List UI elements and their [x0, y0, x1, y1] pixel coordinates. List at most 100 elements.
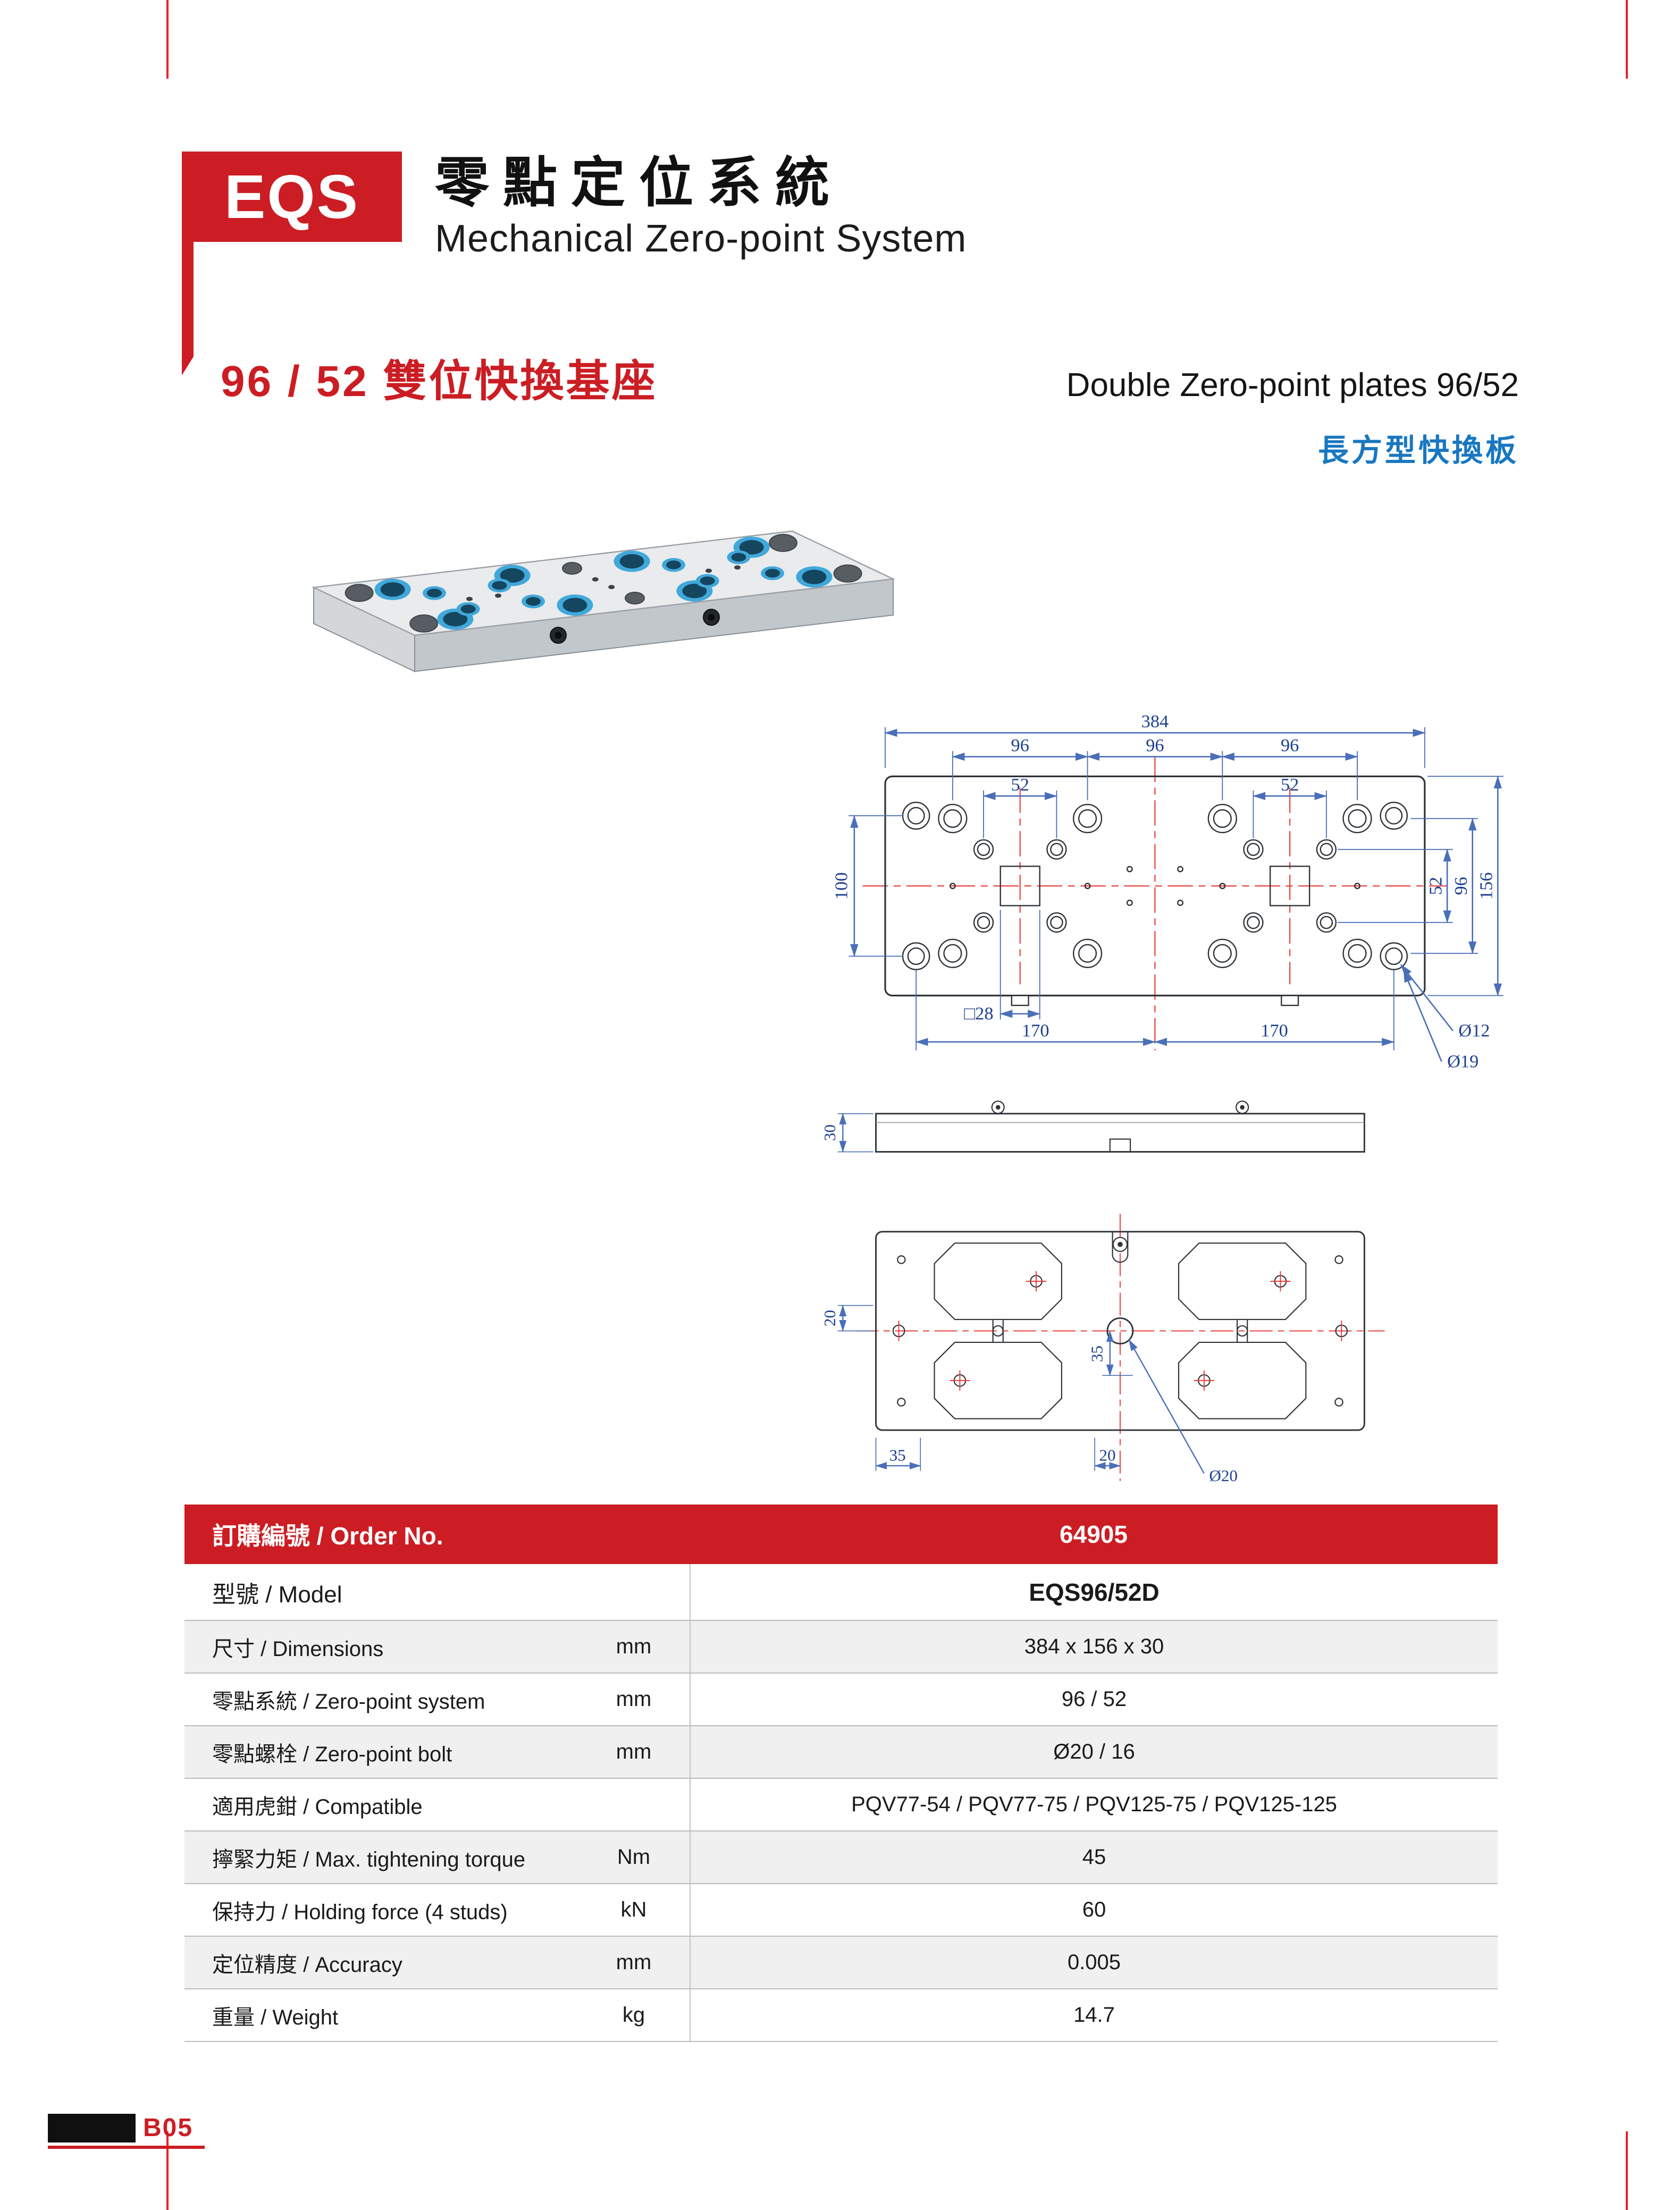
spec-unit: kg — [622, 2003, 645, 2027]
plate-outline — [875, 1231, 1365, 1431]
plate-outline — [884, 775, 1426, 1006]
brand-logo-badge: EQS — [182, 152, 402, 242]
dim-label-dia19: Ø19 — [1447, 1051, 1479, 1071]
table-row-zero-point-system: 零點系統 / Zero-point system mm 96 / 52 — [184, 1674, 1498, 1726]
table-row-weight: 重量 / Weight kg 14.7 — [184, 1989, 1498, 2042]
dim-label-square28: □28 — [964, 1004, 993, 1024]
dim-label-384: 384 — [1141, 711, 1169, 732]
dim-label-170b: 170 — [1261, 1020, 1288, 1040]
dim-label-20v: 20 — [820, 1310, 839, 1326]
dim-label-96c: 96 — [1281, 735, 1299, 755]
position-markers — [892, 1255, 1348, 1407]
spec-value: 96 / 52 — [690, 1674, 1498, 1725]
spec-value: 60 — [690, 1884, 1498, 1936]
page-label: B05 — [48, 2113, 205, 2149]
crop-mark-bottom-left — [166, 2131, 169, 2210]
dim-label-52r: 52 — [1426, 877, 1446, 895]
dim-label-35h: 35 — [889, 1446, 906, 1464]
section-heading-row: 96 / 52 雙位快換基座 Double Zero-point plates … — [221, 346, 1519, 409]
plate-body — [311, 530, 896, 673]
dimensions: 384 96 96 96 52 52 100 52 96 156 170 170… — [831, 711, 1503, 1071]
corner-plugs — [345, 534, 862, 633]
spec-unit — [578, 1564, 690, 1620]
spec-unit — [578, 1779, 690, 1830]
spec-value: 384 x 156 x 30 — [690, 1621, 1498, 1673]
dim-label-30: 30 — [820, 1124, 839, 1141]
order-no-value: 64905 — [1060, 1520, 1128, 1548]
table-header-row: 訂購編號 / Order No. 64905 — [184, 1505, 1498, 1564]
dim-label-dia20: Ø20 — [1209, 1466, 1238, 1485]
zero-point-ports-52 — [973, 839, 1337, 933]
bottom-view-drawing: 20 35 35 20 Ø20 — [820, 1214, 1385, 1485]
dim-label-100: 100 — [831, 872, 852, 900]
page-label-text: B05 — [143, 2114, 194, 2142]
plate-profile — [875, 1100, 1365, 1153]
dim-label-96a: 96 — [1011, 735, 1029, 755]
spec-unit: Nm — [617, 1845, 651, 1869]
page-label-bar — [48, 2113, 136, 2142]
dimensions: 30 — [820, 1113, 873, 1153]
spec-value: EQS96/52D — [690, 1564, 1498, 1620]
dim-label-170a: 170 — [1022, 1020, 1049, 1040]
spec-value: PQV77-54 / PQV77-75 / PQV125-75 / PQV125… — [690, 1779, 1498, 1830]
square-pockets — [999, 865, 1311, 906]
table-row-dimensions: 尺寸 / Dimensions mm 384 x 156 x 30 — [184, 1621, 1498, 1674]
isometric-product-image — [311, 530, 896, 673]
spec-value: 14.7 — [690, 1989, 1498, 2041]
table-row-accuracy: 定位精度 / Accuracy mm 0.005 — [184, 1937, 1498, 1989]
top-view-drawing: 384 96 96 96 52 52 100 52 96 156 170 170… — [831, 711, 1503, 1071]
spec-label: 尺寸 / Dimensions — [212, 1637, 384, 1661]
small-holes — [466, 565, 741, 601]
zero-point-ports-52 — [423, 550, 784, 616]
brand-title-cn: 零點定位系統 — [435, 153, 843, 213]
spec-label: 擰緊力矩 / Max. tightening torque — [212, 1847, 526, 1871]
table-row-zero-point-bolt: 零點螺栓 / Zero-point bolt mm Ø20 / 16 — [184, 1726, 1498, 1779]
section-subtitle-cn: 長方型快換板 — [1317, 433, 1519, 468]
brand-title-en: Mechanical Zero-point System — [435, 217, 967, 261]
dim-label-96r: 96 — [1451, 877, 1471, 895]
spec-label: 適用虎鉗 / Compatible — [212, 1795, 423, 1819]
dim-label-35v: 35 — [1087, 1346, 1106, 1362]
spec-label: 零點系統 / Zero-point system — [212, 1690, 485, 1713]
small-holes — [949, 865, 1360, 906]
table-row-tightening-torque: 擰緊力矩 / Max. tightening torque Nm 45 — [184, 1831, 1498, 1884]
dim-label-dia12: Ø12 — [1458, 1020, 1490, 1040]
spec-unit: mm — [616, 1687, 652, 1711]
spec-unit: kN — [620, 1898, 647, 1921]
clamp-pockets — [934, 1242, 1307, 1419]
crop-mark-bottom-right — [1626, 2131, 1628, 2210]
dim-label-20h: 20 — [1099, 1446, 1115, 1464]
side-view-drawing: 30 — [820, 1100, 1365, 1153]
spec-value: 0.005 — [690, 1937, 1498, 1988]
centerlines — [862, 757, 1448, 1051]
dim-label-52a: 52 — [1011, 775, 1029, 795]
crop-mark-top-left — [166, 0, 169, 79]
spec-value: 45 — [690, 1831, 1498, 1883]
spec-table: 訂購編號 / Order No. 64905 型號 / Model EQS96/… — [184, 1505, 1498, 2042]
brand-logo-text: EQS — [224, 162, 359, 231]
centerlines — [855, 1214, 1385, 1481]
zero-point-ports-96 — [938, 804, 1372, 968]
section-heading-cn: 96 / 52 雙位快換基座 — [221, 357, 658, 406]
spec-label: 零點螺栓 / Zero-point bolt — [212, 1742, 452, 1766]
spec-label: 型號 / Model — [212, 1581, 342, 1608]
table-row-model: 型號 / Model EQS96/52D — [184, 1564, 1498, 1621]
spec-unit: mm — [616, 1951, 652, 1974]
order-no-label: 訂購編號 / Order No. — [212, 1522, 443, 1550]
brand-titles: 零點定位系統 Mechanical Zero-point System — [435, 153, 967, 261]
table-row-holding-force: 保持力 / Holding force (4 studs) kN 60 — [184, 1884, 1498, 1937]
dim-label-96b: 96 — [1146, 735, 1164, 755]
spec-label: 重量 / Weight — [212, 2005, 339, 2029]
section-heading-en: Double Zero-point plates 96/52 — [1066, 367, 1519, 404]
center-features — [1106, 1231, 1134, 1345]
brand-ribbon-tail — [182, 241, 194, 375]
dim-label-52b: 52 — [1281, 775, 1299, 795]
spec-label: 保持力 / Holding force (4 studs) — [212, 1900, 508, 1924]
side-lock-screws — [550, 609, 720, 644]
crop-mark-top-right — [1626, 0, 1628, 79]
dimensions: 20 35 35 20 Ø20 — [820, 1305, 1238, 1485]
spec-value: Ø20 / 16 — [690, 1726, 1498, 1778]
spec-unit: mm — [616, 1635, 652, 1658]
dim-label-156: 156 — [1476, 872, 1497, 900]
